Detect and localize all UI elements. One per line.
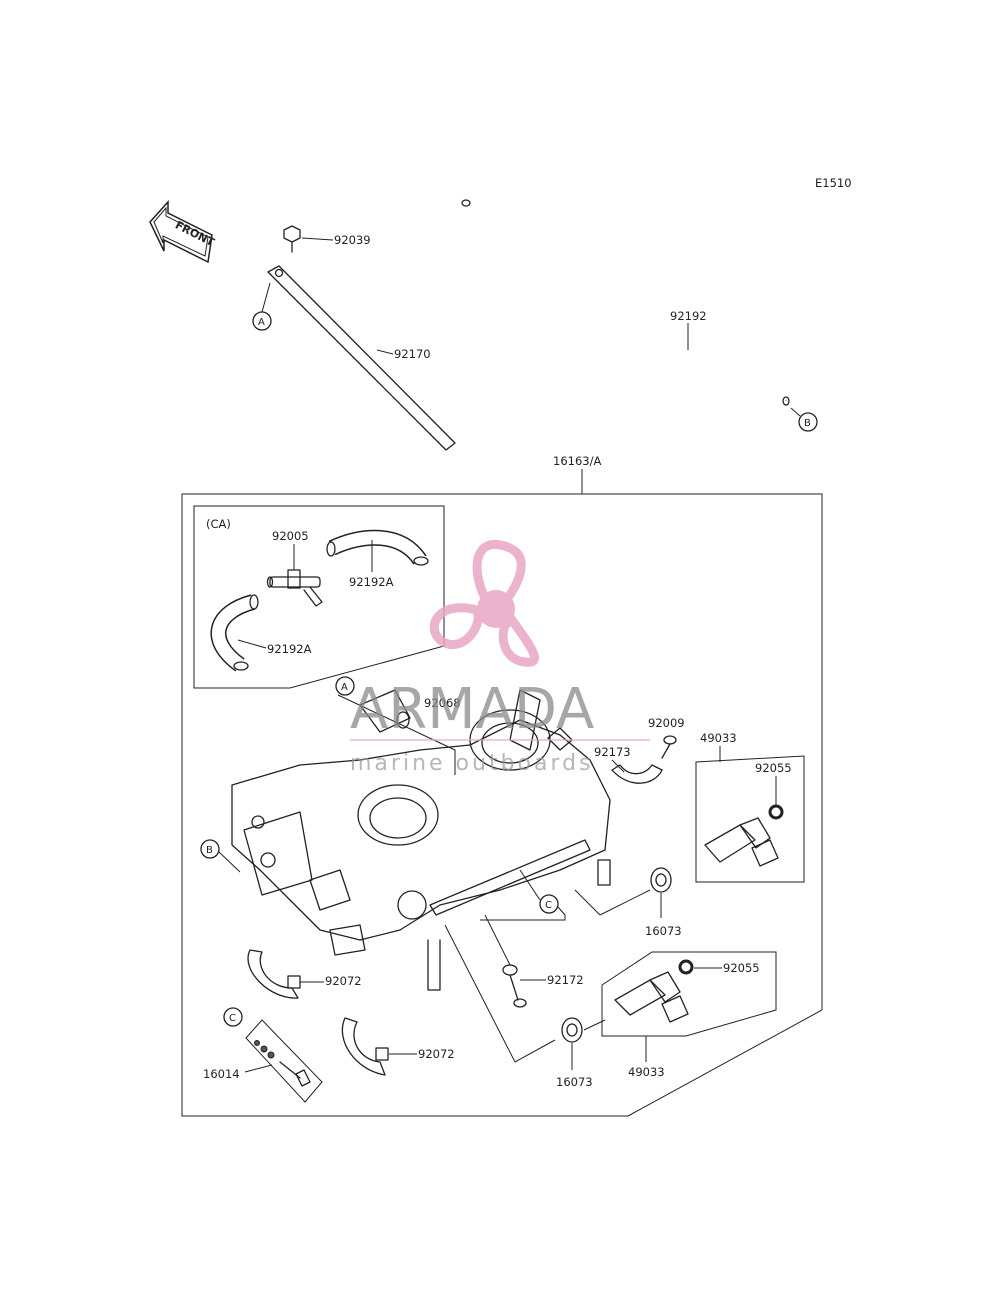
- injector-box-upper: [695, 755, 805, 883]
- cable-tie-92072-right[interactable]: [341, 1017, 389, 1076]
- cable-tie-92072-left[interactable]: [247, 949, 301, 999]
- part-label-16073-lower: 16073: [556, 1075, 593, 1089]
- svg-text:C: C: [545, 900, 552, 911]
- part-label-92072-left: 92072: [325, 974, 362, 988]
- part-label-92172: 92172: [547, 973, 584, 987]
- o-ring-92055-lower[interactable]: [678, 959, 694, 975]
- part-label-92009: 92009: [648, 716, 685, 730]
- watermark-brand: ARMADA: [350, 677, 594, 742]
- callout-c-mid: [539, 894, 559, 914]
- hose-92192[interactable]: [461, 199, 790, 406]
- svg-text:C: C: [229, 1013, 236, 1024]
- svg-text:B: B: [206, 845, 213, 856]
- ca-label: (CA): [206, 517, 231, 531]
- o-ring-92055-upper[interactable]: [768, 804, 784, 820]
- callout-c-bottom: [223, 1007, 243, 1027]
- callout-b-bottom: [200, 839, 220, 859]
- svg-text:A: A: [341, 682, 348, 693]
- sensor-92068[interactable]: [359, 689, 411, 733]
- svg-text:B: B: [804, 418, 811, 429]
- part-label-92039: 92039: [334, 233, 371, 247]
- t-joint-92005[interactable]: [266, 569, 323, 607]
- part-label-92068: 92068: [424, 696, 461, 710]
- part-label-92005: 92005: [272, 529, 309, 543]
- callout-b-top: [798, 412, 818, 432]
- part-label-92055-upper: 92055: [755, 761, 792, 775]
- watermark-tagline: marine outboards: [350, 751, 594, 776]
- svg-text:A: A: [258, 317, 265, 328]
- injector-49033-lower[interactable]: [614, 971, 689, 1023]
- strap-92170[interactable]: [267, 265, 456, 451]
- part-label-92192a-upper: 92192A: [349, 575, 394, 589]
- injector-box-lower: [601, 951, 777, 1037]
- part-label-16163A: 16163/A: [553, 454, 601, 468]
- screw-assembly-16014[interactable]: [254, 1040, 311, 1087]
- part-label-92192a-lower: 92192A: [267, 642, 312, 656]
- part-label-49033-lower: 49033: [628, 1065, 665, 1079]
- hose-92192a-upper[interactable]: [326, 529, 429, 566]
- part-label-92055-lower: 92055: [723, 961, 760, 975]
- ca-variant-box: [193, 505, 445, 689]
- diagram-code: E1510: [815, 176, 852, 190]
- part-label-16073-upper: 16073: [645, 924, 682, 938]
- part-label-92173: 92173: [594, 745, 631, 759]
- seal-16073-upper[interactable]: [650, 867, 672, 893]
- screw-92172[interactable]: [502, 964, 527, 1008]
- screw-92009[interactable]: [661, 735, 677, 759]
- armada-propeller-logo: [429, 540, 539, 667]
- seal-16073-lower[interactable]: [561, 1017, 583, 1043]
- part-label-92192: 92192: [670, 309, 707, 323]
- bracket-16014: [245, 1019, 323, 1103]
- throttle-body-assembly[interactable]: [231, 689, 611, 991]
- part-label-92072-right: 92072: [418, 1047, 455, 1061]
- callout-a-bottom: [335, 676, 355, 696]
- injector-49033-upper[interactable]: [704, 817, 779, 867]
- front-direction-arrow: FRONT: [149, 200, 217, 264]
- assembly-frame: [181, 493, 823, 1117]
- bolt-92039[interactable]: [283, 225, 301, 253]
- hose-92192a-lower[interactable]: [210, 594, 259, 672]
- part-label-92170: 92170: [394, 347, 431, 361]
- clamp-92173[interactable]: [611, 764, 663, 784]
- part-label-49033-upper: 49033: [700, 731, 737, 745]
- callout-a-top: [252, 311, 272, 331]
- part-label-16014: 16014: [203, 1067, 240, 1081]
